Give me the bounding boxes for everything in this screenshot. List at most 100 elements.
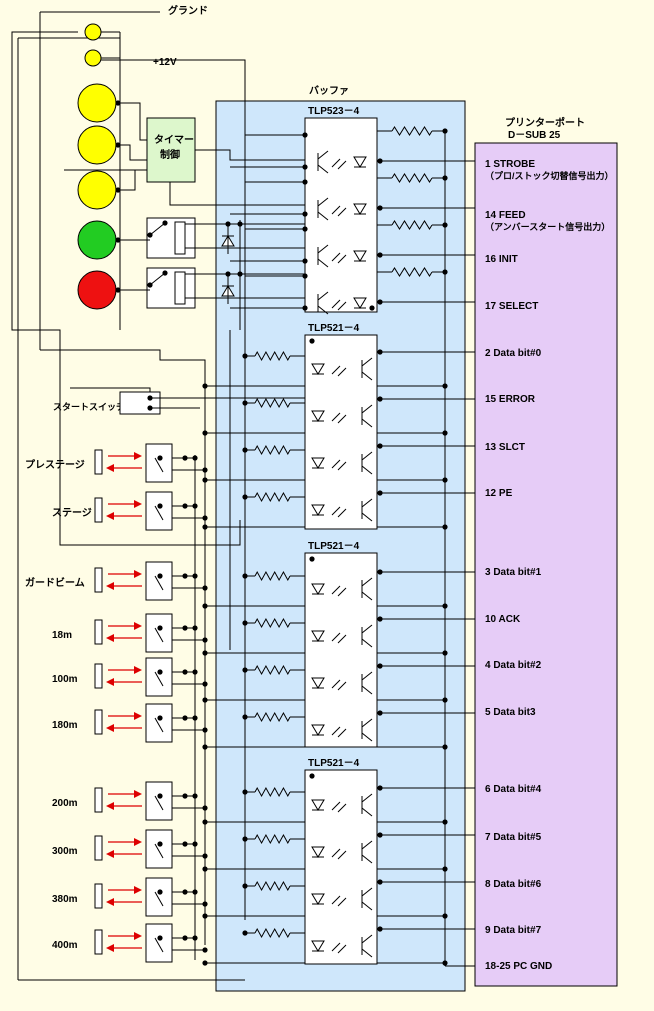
junction-dot (157, 669, 163, 675)
timer-label: タイマー (154, 134, 194, 146)
arrow-head (134, 886, 142, 894)
junction-dot (302, 132, 308, 138)
sensor-emitter (94, 835, 103, 861)
timer-label: 制御 (160, 148, 180, 161)
port-pin: 3 Data bit#1 (485, 567, 542, 578)
junction-dot (202, 650, 208, 656)
sensor: 100m (52, 657, 208, 697)
pin-label: 1 STROBE (485, 159, 535, 170)
junction-dot (202, 430, 208, 436)
resistor (254, 617, 291, 629)
junction-dot (182, 841, 188, 847)
pin-label: 8 Data bit#6 (485, 879, 542, 890)
junction-dot (202, 603, 208, 609)
junction-dot (377, 490, 383, 496)
printer-port-label: プリンターポート (505, 116, 585, 129)
arrow-head (134, 932, 142, 940)
junction-dot (157, 841, 163, 847)
junction-dot (302, 305, 308, 311)
junction-dot (377, 926, 383, 932)
junction-dot (377, 205, 383, 211)
sensor-switch (145, 561, 173, 601)
sensor-switch (145, 781, 173, 821)
relay-body (146, 267, 196, 309)
buffer-label: バッファ (309, 85, 349, 97)
sensor-switch (145, 829, 173, 869)
port-pin: 15 ERROR (485, 394, 536, 405)
junction-dot (202, 913, 208, 919)
printer-port-panel (474, 142, 618, 987)
pin-label: 7 Data bit#5 (485, 832, 542, 843)
junction-dot (377, 252, 383, 258)
junction-dot (202, 901, 208, 907)
sensor: 180m (52, 703, 208, 743)
sensor-label: ステージ (52, 507, 92, 519)
sensor: ステージ (52, 491, 208, 531)
arrow-head (106, 582, 114, 590)
relay (116, 217, 305, 259)
sensor: 18m (52, 613, 208, 653)
relay-body (146, 217, 196, 259)
junction-dot (309, 556, 315, 562)
port-pin: 14 FEED（アンバースタート信号出力） (485, 210, 610, 232)
arrow-head (106, 898, 114, 906)
port-pin: 6 Data bit#4 (485, 784, 542, 795)
sensor-switch (145, 443, 173, 483)
junction-dot (302, 164, 308, 170)
led (311, 504, 325, 516)
sensor: プレステージ (25, 443, 208, 483)
junction-dot (182, 669, 188, 675)
lamp (77, 170, 121, 210)
junction-dot (202, 467, 208, 473)
junction-dot (202, 947, 208, 953)
optocoupler-ic: TLP523－4 (230, 106, 475, 315)
ic-title: TLP521－4 (308, 323, 360, 334)
sensor-switch (145, 703, 173, 743)
pin-label: 12 PE (485, 488, 513, 499)
resistor (254, 491, 291, 503)
ic-title: TLP521－4 (308, 758, 360, 769)
lamp (77, 125, 121, 165)
pin-label: 4 Data bit#2 (485, 660, 542, 671)
resistor (254, 570, 291, 582)
lamp-bulb (77, 125, 117, 165)
arrow-head (134, 570, 142, 578)
led (353, 156, 367, 168)
resistor (254, 833, 291, 845)
resistor (391, 173, 433, 183)
lamp (84, 23, 120, 41)
junction-dot (157, 503, 163, 509)
sensor-label: 300m (52, 846, 78, 857)
start-switch-label: スタートスイッチ (53, 401, 125, 412)
sensor-emitter (94, 709, 103, 735)
junction-dot (302, 211, 308, 217)
sensor-switch (145, 491, 173, 531)
junction-dot (377, 785, 383, 791)
junction-dot (157, 793, 163, 799)
arrow-head (106, 464, 114, 472)
sensor-label: 380m (52, 894, 78, 905)
port-pin: 12 PE (485, 488, 513, 499)
resistor (391, 220, 433, 230)
sensor-emitter (94, 787, 103, 813)
junction-dot (147, 232, 153, 238)
pin-label: 18-25 PC GND (485, 961, 552, 972)
junction-dot (202, 681, 208, 687)
junction-dot (377, 616, 383, 622)
junction-dot (377, 663, 383, 669)
resistor (391, 267, 433, 277)
junction-dot (202, 805, 208, 811)
resistor (254, 444, 291, 456)
junction-dot (377, 443, 383, 449)
resistor (391, 126, 433, 136)
sensor-switch (145, 923, 173, 963)
arrow-head (134, 500, 142, 508)
junction-dot (202, 727, 208, 733)
junction-dot (377, 396, 383, 402)
arrow-head (134, 790, 142, 798)
junction-dot (157, 715, 163, 721)
led (311, 940, 325, 952)
port-pin: 7 Data bit#5 (485, 832, 542, 843)
arrow-head (106, 802, 114, 810)
junction-dot (302, 258, 308, 264)
